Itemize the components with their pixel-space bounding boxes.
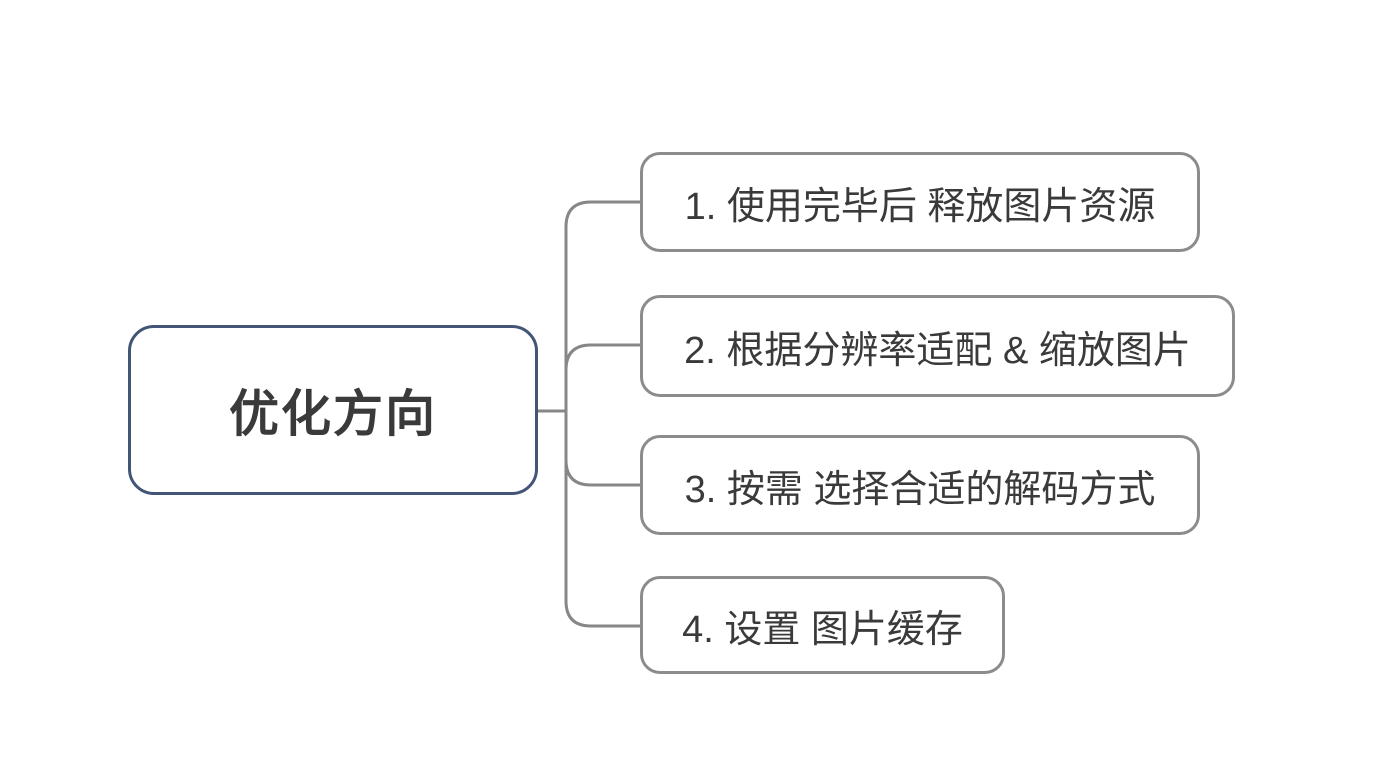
connector-branch-3 bbox=[564, 409, 643, 487]
branch-node-3-label: 3. 按需 选择合适的解码方式 bbox=[684, 468, 1156, 511]
branch-node-4-label: 4. 设置 图片缓存 bbox=[682, 608, 963, 651]
connector-branch-2 bbox=[564, 343, 643, 413]
branch-node-3[interactable]: 3. 按需 选择合适的解码方式 bbox=[640, 435, 1200, 535]
branch-node-2-label: 2. 根据分辨率适配 & 缩放图片 bbox=[684, 329, 1191, 372]
connector-branch-1 bbox=[564, 200, 643, 413]
branch-node-2[interactable]: 2. 根据分辨率适配 & 缩放图片 bbox=[640, 295, 1235, 397]
branch-node-4[interactable]: 4. 设置 图片缓存 bbox=[640, 576, 1005, 674]
root-node-label: 优化方向 bbox=[229, 386, 437, 442]
connector-branch-4 bbox=[564, 409, 643, 628]
branch-node-1[interactable]: 1. 使用完毕后 释放图片资源 bbox=[640, 152, 1200, 252]
branch-node-1-label: 1. 使用完毕后 释放图片资源 bbox=[684, 185, 1156, 228]
root-node[interactable]: 优化方向 bbox=[128, 325, 538, 495]
